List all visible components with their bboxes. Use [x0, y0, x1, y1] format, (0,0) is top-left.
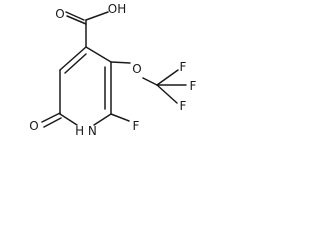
atom-label-carboxyl-o: O: [55, 7, 64, 21]
bond-carboxyl-c-oh: [85, 11, 109, 21]
bond-c1-keto-o-b: [43, 117, 62, 128]
atom-label-cf3-f-bottom: F: [180, 99, 187, 113]
atom-label-keto-o: O: [29, 119, 38, 133]
atom-label-ring-nh: H N: [75, 124, 97, 138]
bond-cf3-f-bottom: [156, 84, 178, 104]
chemical-structure-diagram: OH O O F F F F H N O: [29, 2, 197, 138]
bond-c6-n: [93, 113, 112, 126]
atom-label-ether-o: O: [132, 62, 141, 76]
bond-c6-ring-f: [110, 113, 130, 122]
bond-c1-keto-o-a: [41, 112, 61, 123]
atom-label-carboxyl-oh: OH: [108, 2, 126, 16]
bond-c5-ether-o: [110, 61, 131, 64]
atom-label-cf3-f-right: F: [190, 79, 197, 93]
bond-c2-c4: [59, 46, 87, 71]
bond-cf3-f-top: [156, 69, 179, 86]
bond-c4-c5: [85, 46, 112, 63]
bond-carboxyl-c-o-b: [66, 15, 87, 25]
atom-label-ring-f: F: [133, 119, 140, 133]
bond-ether-o-cf3: [142, 77, 158, 86]
bond-c2-c4-inner: [64, 53, 87, 74]
bond-carboxyl-c-o-a: [65, 11, 85, 21]
bond-n-c1: [59, 113, 78, 126]
atom-label-cf3-f-top: F: [180, 60, 187, 74]
